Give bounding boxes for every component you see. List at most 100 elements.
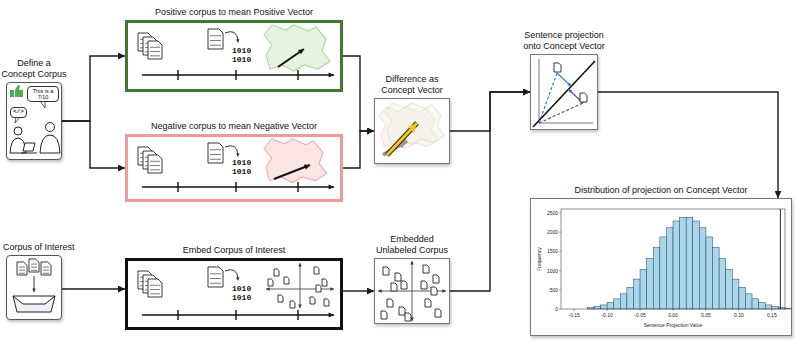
- person-icon: [40, 135, 60, 153]
- histogram-bar: [594, 307, 601, 309]
- projection-box: Sentence projection onto Concept Vector: [530, 54, 598, 130]
- histogram-bar: [706, 237, 713, 309]
- thumbs-up-icon: [15, 85, 23, 97]
- document-icon: [580, 93, 587, 102]
- axis-tick: [235, 70, 236, 80]
- histogram-bar: [719, 259, 726, 309]
- document-icon: [381, 311, 387, 319]
- histogram-bar: [732, 279, 739, 309]
- histogram-bar: [759, 302, 766, 309]
- axis-tick: [673, 309, 674, 311]
- document-icon: [391, 283, 397, 291]
- document-icon: [290, 301, 295, 308]
- axis-tick: [640, 309, 641, 311]
- document-icon: [29, 259, 39, 272]
- axis-tick-label: 2000: [547, 230, 558, 235]
- axis-tick: [738, 309, 739, 311]
- axis-tick-label: 2500: [547, 210, 558, 215]
- document-icon: [278, 295, 283, 302]
- arrow-line: [142, 314, 334, 316]
- histogram-bar: [726, 269, 733, 309]
- axis-tick-label: -0.10: [601, 313, 612, 318]
- corpus-of-interest-box: Corpus of Interest: [6, 255, 62, 320]
- document-icon: [421, 281, 427, 289]
- arrow-line: [266, 289, 300, 290]
- connector-arrow: [343, 290, 374, 291]
- document-line: [210, 40, 221, 41]
- document-line: [210, 159, 221, 160]
- histogram-bar: [686, 217, 693, 309]
- arrow-line: [387, 123, 417, 155]
- histogram-bar: [633, 279, 640, 309]
- document-icon: [423, 265, 429, 273]
- embedding-region: [264, 25, 330, 71]
- document-icon: [324, 299, 329, 306]
- document-line: [150, 51, 160, 52]
- histogram-bar: [660, 237, 667, 309]
- histogram-bar: [627, 287, 634, 309]
- document-icon: [425, 299, 431, 307]
- axis-tick: [559, 251, 561, 252]
- arrow-head: [236, 153, 239, 157]
- histogram-bar: [772, 307, 779, 309]
- arrow-line: [412, 291, 446, 292]
- document-icon: [208, 143, 223, 163]
- axis-tick: [297, 70, 298, 80]
- histogram-bar: [614, 299, 621, 309]
- arrow-head: [298, 263, 301, 267]
- document-icon: [148, 41, 162, 59]
- histogram-box: Distribution of projection on Concept Ve…: [530, 198, 792, 336]
- arrow-head: [408, 123, 417, 133]
- document-line: [150, 165, 160, 166]
- document-icon: [148, 155, 162, 173]
- arrow-head: [236, 39, 239, 43]
- document-line: [31, 264, 37, 265]
- concept-axis: [533, 61, 595, 127]
- document-line: [210, 35, 221, 36]
- arrow-head: [329, 312, 334, 317]
- document-icon: [399, 307, 405, 315]
- axis-tick: [177, 70, 178, 80]
- histogram-bar: [752, 299, 759, 309]
- document-icon: [431, 287, 437, 295]
- document-line: [19, 273, 25, 274]
- axis-tick-label: 0.15: [767, 313, 777, 318]
- histogram-bar: [620, 294, 627, 309]
- document-line: [150, 55, 160, 56]
- person-icon: [14, 127, 22, 135]
- document-line: [150, 161, 160, 162]
- document-line: [210, 154, 221, 155]
- axis-tick: [177, 310, 178, 320]
- document-icon: [316, 285, 321, 292]
- connector-arrow: [62, 121, 125, 168]
- axis-tick: [771, 309, 772, 311]
- arrow-head: [298, 304, 301, 308]
- histogram-bar: [739, 287, 746, 309]
- axis-tick-label: 0.00: [668, 313, 678, 318]
- encode-arrow: [225, 32, 238, 41]
- axis-tick: [235, 310, 236, 320]
- arrow-line: [142, 74, 334, 76]
- axis-tick: [559, 309, 561, 310]
- arrow-line: [142, 186, 334, 188]
- node-illustration: [7, 256, 61, 319]
- document-line: [31, 267, 37, 268]
- arrow-head: [266, 287, 270, 290]
- axis-tick-label: 0.10: [734, 313, 744, 318]
- node-illustration: [375, 259, 449, 323]
- document-icon: [405, 313, 411, 321]
- axis-tick-label: 0: [555, 307, 558, 312]
- connector-arrow: [598, 92, 778, 198]
- arrow-line: [278, 49, 304, 67]
- arrow-head: [442, 289, 446, 292]
- arrow-head: [236, 277, 239, 281]
- laptop-icon: [21, 143, 37, 153]
- document-line: [150, 293, 160, 294]
- histogram-bar: [647, 259, 654, 309]
- bubble-tail: [40, 101, 45, 108]
- axis-tick-label: 1500: [547, 249, 558, 254]
- speech-bubble-text: This is a 7/10: [27, 86, 59, 102]
- sentence-vector: [539, 103, 583, 123]
- document-line: [210, 278, 221, 279]
- concept-corpus-box: Define a Concept CorpusThis is a 7/10</>: [6, 82, 62, 160]
